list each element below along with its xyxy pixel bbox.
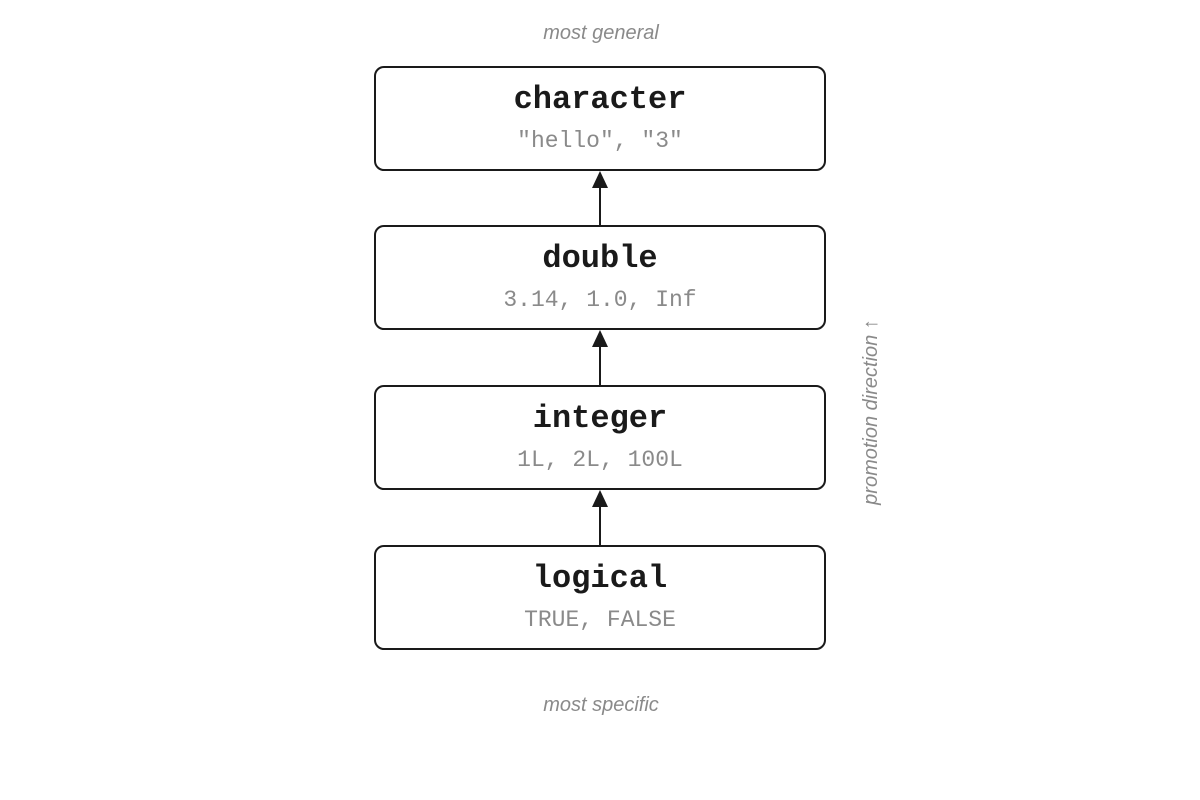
- arrow-shaft: [599, 347, 601, 385]
- promotion-arrow-integer-to-double: [592, 330, 608, 385]
- type-box-double: double 3.14, 1.0, Inf: [374, 225, 826, 330]
- arrow-up-icon: [592, 330, 608, 347]
- arrow-shaft: [599, 507, 601, 545]
- promotion-direction-label: promotion direction ↑: [860, 319, 882, 505]
- arrow-shaft: [599, 188, 601, 225]
- type-box-integer: integer 1L, 2L, 100L: [374, 385, 826, 490]
- type-title-integer: integer: [532, 400, 668, 437]
- type-examples-double: 3.14, 1.0, Inf: [503, 287, 697, 313]
- type-title-logical: logical: [532, 560, 668, 597]
- arrow-up-icon: [592, 171, 608, 188]
- type-title-double: double: [542, 240, 658, 277]
- type-examples-logical: TRUE, FALSE: [524, 607, 676, 633]
- promotion-arrow-double-to-character: [592, 171, 608, 225]
- type-box-logical: logical TRUE, FALSE: [374, 545, 826, 650]
- type-examples-character: "hello", "3": [517, 128, 683, 154]
- type-title-character: character: [513, 81, 687, 118]
- promotion-arrow-logical-to-integer: [592, 490, 608, 545]
- most-specific-label: most specific: [543, 694, 659, 716]
- type-box-character: character "hello", "3": [374, 66, 826, 171]
- arrow-up-icon: [592, 490, 608, 507]
- type-examples-integer: 1L, 2L, 100L: [517, 447, 683, 473]
- most-general-label: most general: [543, 22, 659, 44]
